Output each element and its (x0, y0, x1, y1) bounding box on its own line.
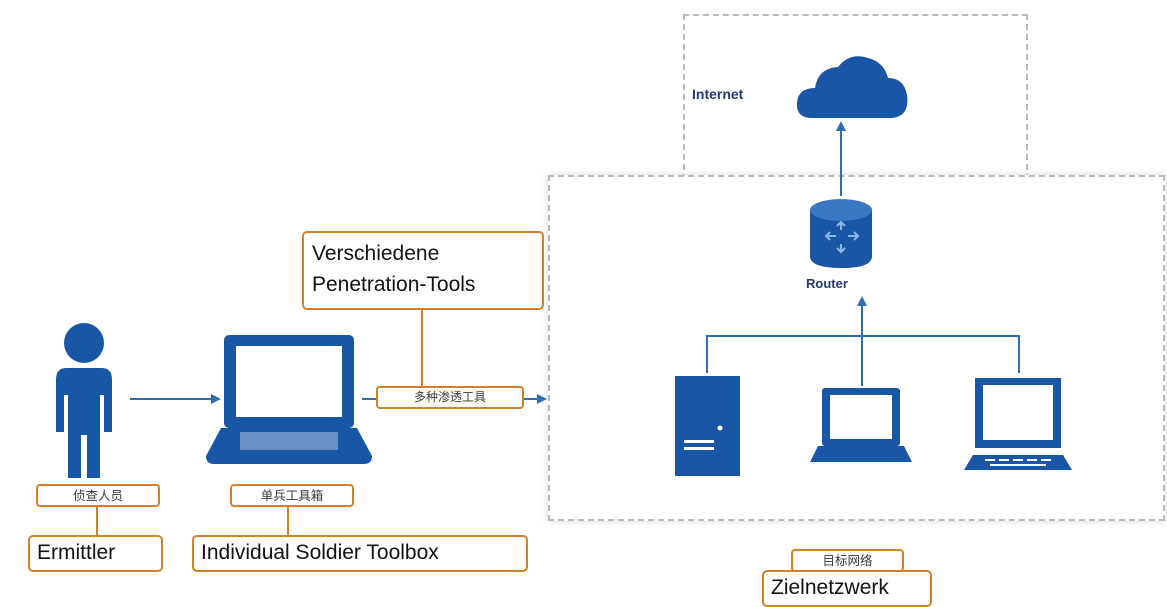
desktop-monitor-icon (964, 378, 1072, 470)
toolbox-callout-line (287, 507, 289, 536)
officer-callout-line (96, 507, 98, 536)
toolbox-translation: Individual Soldier Toolbox (192, 535, 528, 572)
router-label: Router (806, 276, 848, 291)
officer-translation: Ermittler (28, 535, 163, 572)
tools-label-cn: 多种渗透工具 (376, 386, 524, 409)
tools-translation-box: Verschiedene Penetration-Tools (302, 231, 544, 310)
toolbox-label-cn: 单兵工具箱 (230, 484, 354, 507)
tools-translation-line1: Verschiedene (312, 242, 440, 265)
tools-translation-line2: Penetration-Tools (312, 273, 476, 296)
internet-label: Internet (692, 86, 744, 102)
person-icon (56, 323, 112, 478)
cloud-icon (796, 56, 908, 118)
officer-label-cn: 侦查人员 (36, 484, 160, 507)
laptop-icon (810, 388, 912, 462)
router-icon (810, 199, 872, 268)
tools-callout-line (421, 310, 423, 387)
laptop-icon (206, 335, 372, 464)
server-icon (675, 376, 740, 476)
target-translation: Zielnetzwerk (762, 570, 932, 607)
target-label-cn: 目标网络 (791, 549, 904, 572)
